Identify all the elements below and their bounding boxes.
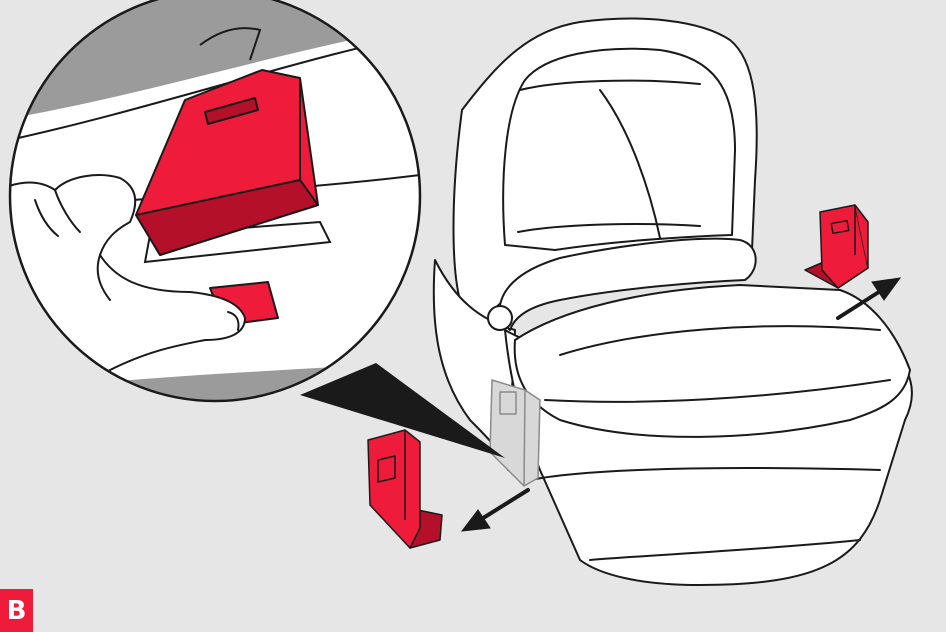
magnifier-zoom-icon xyxy=(0,0,420,420)
step-badge: B xyxy=(0,589,33,632)
bracket-icon-right xyxy=(805,205,868,288)
mounted-bracket-icon xyxy=(490,380,540,486)
bracket-icon-left xyxy=(368,430,442,548)
carrycot-icon xyxy=(434,19,912,585)
